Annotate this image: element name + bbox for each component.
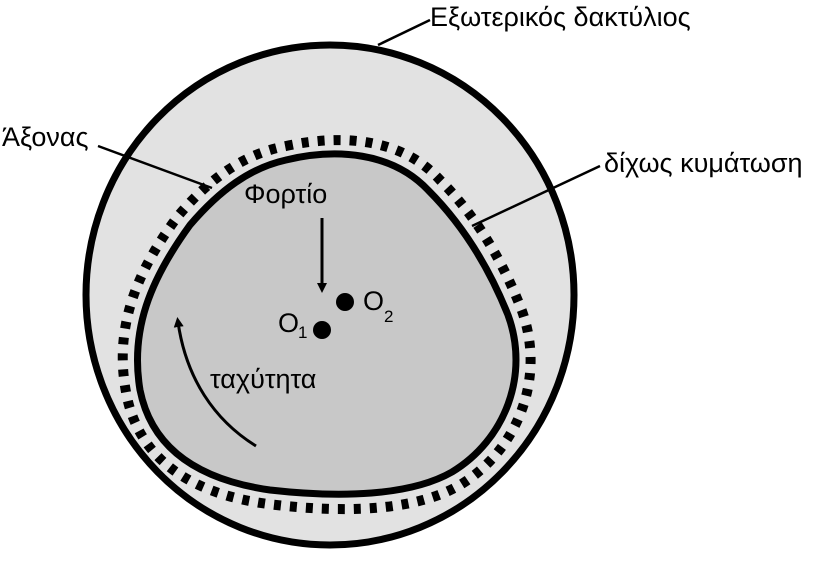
speed-label: ταχύτητα bbox=[210, 364, 316, 394]
center-o1-dot bbox=[313, 321, 331, 339]
center-o1-subscript: 1 bbox=[298, 323, 307, 342]
outer-ring-leader bbox=[377, 18, 431, 47]
center-o2-dot bbox=[336, 293, 354, 311]
shaft-label: Άξονας bbox=[2, 122, 89, 152]
center-o2-label: O bbox=[363, 286, 384, 316]
speed-arrow bbox=[173, 317, 257, 448]
load-label: Φορτίο bbox=[244, 179, 327, 209]
outer-ring-label: Εξωτερικός δακτύλιος bbox=[430, 2, 691, 32]
center-o1-label: O bbox=[278, 308, 299, 338]
center-o2-subscript: 2 bbox=[384, 307, 393, 326]
no-waviness-label: δίχως κυμάτωση bbox=[604, 148, 803, 178]
shaft-leader bbox=[97, 144, 213, 190]
no-waviness-leader bbox=[471, 164, 601, 228]
